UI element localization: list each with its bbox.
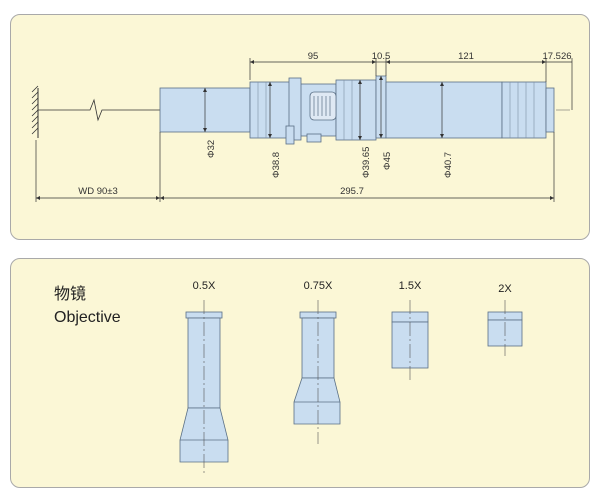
objective-1-5x-label: 1.5X	[399, 280, 422, 292]
objective-0-5x-label: 0.5X	[193, 280, 216, 292]
dim-95-label: 95	[308, 51, 319, 62]
total-length-label: 295.7	[340, 186, 364, 197]
objective-0-5x: 0.5X	[179, 280, 229, 476]
dia-39-65-label: Φ39.65	[361, 147, 372, 178]
dim-121-label: 121	[458, 51, 474, 62]
objective-2x-label: 2X	[498, 283, 512, 295]
diameter-dimensions	[202, 76, 445, 140]
objective-1-5x: 1.5X	[391, 280, 429, 380]
objective-0-75x: 0.75X	[293, 280, 341, 444]
dim-10-5-label: 10.5	[372, 51, 391, 62]
bottom-dimensions	[35, 132, 555, 202]
dia-40-7-label: Φ40.7	[443, 152, 454, 178]
objective-2x: 2X	[487, 283, 523, 356]
dim-17-526-label: 17.526	[542, 51, 571, 62]
top-dimensions	[249, 58, 573, 110]
object-plane-hatch	[31, 85, 39, 138]
objective-title-cn: 物镜	[54, 284, 86, 303]
dia-38-8-label: Φ38.8	[271, 152, 282, 178]
focus-knob	[285, 77, 337, 145]
objective-title-en: Objective	[54, 309, 121, 326]
objective-0-75x-label: 0.75X	[304, 280, 333, 292]
dia-32-label: Φ32	[206, 140, 217, 158]
dia-45-label: Φ45	[382, 152, 393, 170]
objective-panel	[10, 258, 590, 488]
working-distance-label: WD 90±3	[78, 186, 118, 197]
